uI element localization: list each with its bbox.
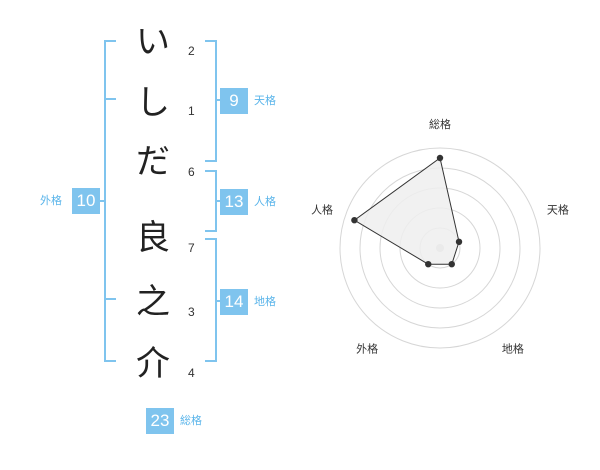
soukaku-value: 23 <box>146 408 174 434</box>
radar-area <box>353 157 460 265</box>
radar-axis-label-4: 外格 <box>356 341 378 355</box>
tenkaku-bracket <box>205 40 217 162</box>
chikaku-connector <box>215 300 220 302</box>
radar-point-3 <box>448 260 455 268</box>
stroke-count-4: 7 <box>188 241 195 255</box>
radar-point-4 <box>425 260 432 268</box>
radar-axis-label-2: 天格 <box>547 203 569 217</box>
stroke-count-2: 1 <box>188 104 195 118</box>
gaikaku-connector <box>100 200 104 202</box>
radar-axis-label-3: 地格 <box>502 341 524 355</box>
name-char-1: い <box>136 22 170 62</box>
tenkaku-value: 9 <box>220 88 248 114</box>
chikaku-label: 地格 <box>254 295 276 308</box>
radar-ring <box>339 147 541 349</box>
radar-point-2 <box>455 238 463 246</box>
radar-axis-label-1: 総格 <box>429 117 451 131</box>
name-char-6: 介 <box>136 344 170 384</box>
stroke-count-3: 6 <box>188 165 195 179</box>
gaikaku-bracket-tick <box>106 298 116 300</box>
gaikaku-value: 10 <box>72 188 100 214</box>
name-char-3: だ <box>136 142 170 182</box>
tenkaku-connector <box>215 99 220 101</box>
chikaku-value: 14 <box>220 289 248 315</box>
radar-point-1 <box>436 154 444 162</box>
jinkaku-value: 13 <box>220 189 248 215</box>
radar-axis-label-5: 人格 <box>311 203 333 217</box>
name-char-5: 之 <box>136 282 170 322</box>
stroke-count-1: 2 <box>188 44 195 58</box>
tenkaku-label: 天格 <box>254 94 276 107</box>
name-char-4: 良 <box>136 218 170 258</box>
radar-point-5 <box>351 216 358 224</box>
stroke-count-6: 4 <box>188 366 195 380</box>
gaikaku-bracket-tick <box>106 98 116 100</box>
name-char-2: し <box>136 83 170 123</box>
soukaku-label: 総格 <box>180 414 202 427</box>
jinkaku-connector <box>215 200 220 202</box>
gaikaku-bracket <box>104 40 116 362</box>
jinkaku-label: 人格 <box>254 195 276 208</box>
stroke-count-5: 3 <box>188 305 195 319</box>
gaikaku-label: 外格 <box>40 194 62 207</box>
